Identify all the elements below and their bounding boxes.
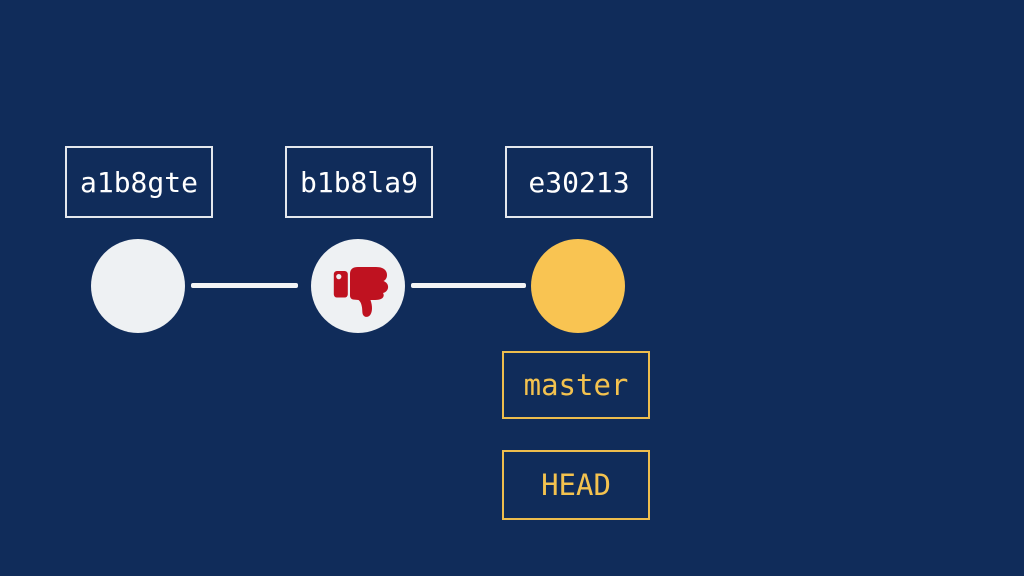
commit-hash-text: a1b8gte bbox=[79, 165, 198, 199]
commit-hash-label-2: b1b8la9 bbox=[285, 146, 433, 218]
commit-node-1 bbox=[91, 239, 185, 333]
commit-hash-label-3: e30213 bbox=[505, 146, 653, 218]
branch-label-master: master bbox=[502, 351, 650, 419]
commit-hash-text: e30213 bbox=[528, 165, 630, 199]
commit-node-2 bbox=[311, 239, 405, 333]
head-label-text: HEAD bbox=[541, 468, 611, 502]
commit-hash-label-1: a1b8gte bbox=[65, 146, 213, 218]
commit-edge-1 bbox=[191, 283, 298, 288]
branch-label-text: master bbox=[523, 368, 629, 402]
head-label: HEAD bbox=[502, 450, 650, 520]
commit-hash-text: b1b8la9 bbox=[299, 165, 418, 199]
commit-edge-2 bbox=[411, 283, 526, 288]
commit-node-3 bbox=[531, 239, 625, 333]
thumbs-down-icon bbox=[333, 266, 389, 318]
